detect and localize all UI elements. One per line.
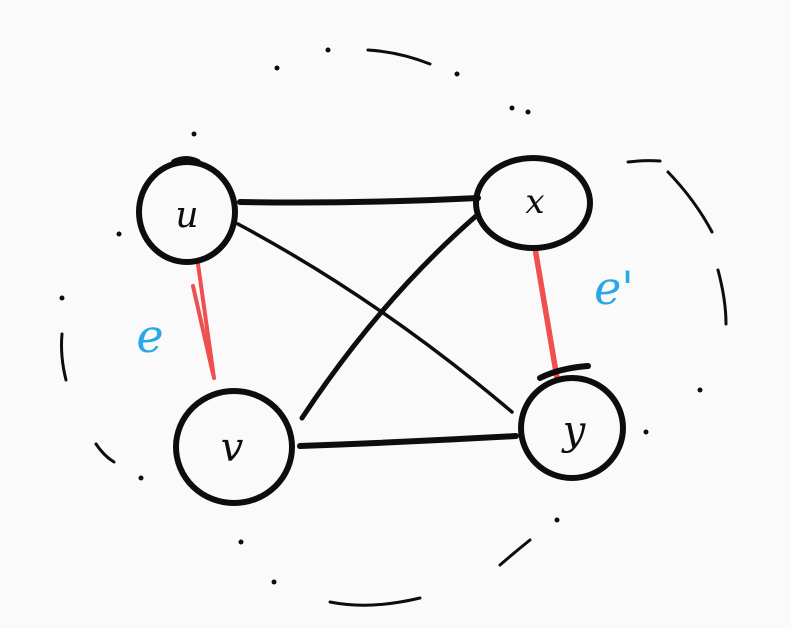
- edge-v-y: [297, 433, 519, 449]
- node-label-y: y: [561, 408, 587, 454]
- edge-x-y: [532, 245, 560, 381]
- node-label-u: u: [175, 195, 198, 236]
- dashed-enclosure: [59, 47, 728, 607]
- edge-label-e: e: [136, 309, 163, 363]
- node-u: u: [136, 156, 238, 265]
- edge-u-v-second-stroke: [191, 284, 215, 376]
- edge-u-y: [236, 222, 514, 414]
- edge-x-v: [299, 213, 479, 421]
- node-y: y: [518, 363, 626, 481]
- edge-u-x: [237, 195, 481, 206]
- node-x: x: [473, 155, 593, 251]
- node-v: v: [173, 388, 295, 506]
- edges: [191, 195, 560, 449]
- node-label-v: v: [221, 425, 244, 471]
- edge-label-e-prime: e': [594, 261, 634, 315]
- node-label-x: x: [525, 182, 544, 222]
